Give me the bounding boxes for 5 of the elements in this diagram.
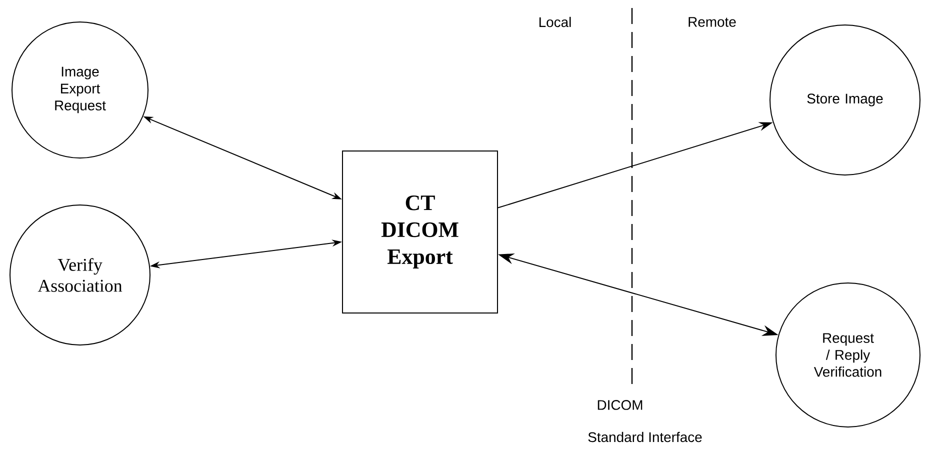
side-label: Remote	[688, 17, 736, 27]
side-label: DICOM	[598, 400, 642, 410]
process-box: CT DICOM Export	[342, 150, 498, 314]
side-label: Local	[539, 16, 571, 28]
side-label: Standard Interface	[588, 432, 702, 442]
